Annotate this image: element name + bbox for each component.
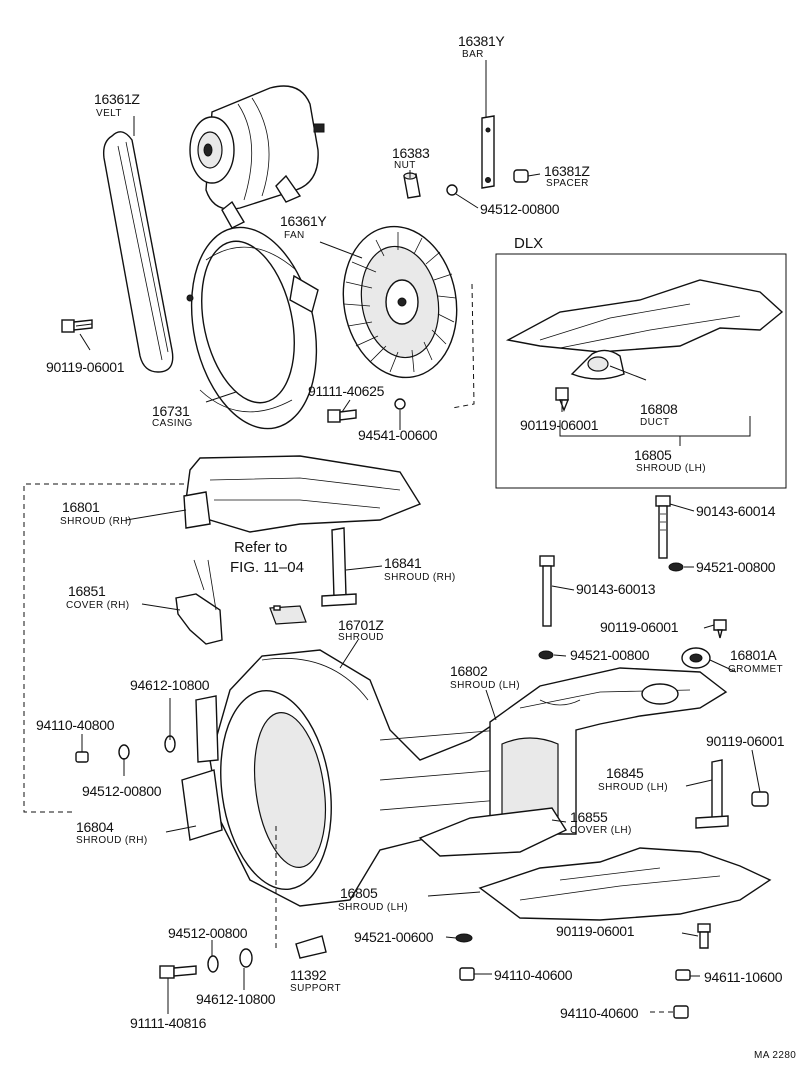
- callout-part-name: BAR: [462, 49, 484, 60]
- callout-part-number: 16731: [152, 403, 190, 419]
- dlx-group-drawing: [495, 253, 787, 489]
- callout-part-number: 94521-00600: [354, 929, 434, 945]
- assembly-dashed-lines: [23, 283, 475, 952]
- cover-rh-drawing: [175, 559, 223, 645]
- alternator-drawing: [189, 85, 325, 229]
- callout-part-name: VELT: [96, 108, 122, 119]
- refer-note-line1: Refer to: [234, 539, 287, 556]
- callout-part-name: SHROUD (RH): [60, 516, 132, 527]
- callout-part-number: 90119-06001: [556, 923, 635, 939]
- callout-part-number: 94512-00800: [82, 783, 162, 799]
- callout-part-name: SHROUD (LH): [338, 902, 408, 913]
- leader-lines: [75, 60, 761, 1014]
- callout-part-number: 16802: [450, 663, 488, 679]
- nut-drawing: [403, 172, 421, 199]
- shroud-rh-drawing: [183, 455, 422, 533]
- callout-part-number: 16845: [606, 765, 644, 781]
- callout-part-number: 90119-06001: [706, 733, 785, 749]
- callout-part-number: 16855: [570, 809, 608, 825]
- bracket-16841-drawing: [321, 527, 357, 607]
- callout-part-number: 94521-00800: [570, 647, 650, 663]
- callout-part-number: 16383: [392, 145, 430, 161]
- bolt-drawing-fan: [327, 398, 406, 423]
- callout-part-name: SPACER: [546, 178, 589, 189]
- casing-drawing: [186, 226, 319, 430]
- spacer-drawing: [513, 169, 529, 183]
- callout-part-name: SHROUD (RH): [384, 572, 456, 583]
- callout-part-number: 90119-06001: [600, 619, 679, 635]
- bolt-90119-mid-drawing: [713, 619, 727, 639]
- callout-labels: 16381Y BAR 16361Z VELT 16383 NUT 16381Z …: [36, 33, 796, 1061]
- callout-part-name: COVER (RH): [66, 600, 129, 611]
- callout-part-number: 94612-10800: [130, 677, 210, 693]
- callout-part-number: 16361Y: [280, 213, 327, 229]
- washer-drawing: [446, 184, 458, 196]
- lower-shroud-lh-drawing: [478, 847, 772, 921]
- callout-part-number: 16805: [634, 447, 672, 463]
- callout-part-number: 16381Z: [544, 163, 590, 179]
- callout-part-name: CASING: [152, 418, 193, 429]
- callout-part-number: 94110-40800: [36, 717, 115, 733]
- callout-part-number: 16801: [62, 499, 100, 515]
- callout-part-name: SUPPORT: [290, 983, 341, 994]
- callout-part-number: 90143-60013: [576, 581, 656, 597]
- callout-part-name: NUT: [394, 160, 416, 171]
- callout-part-number: 16805: [340, 885, 378, 901]
- callout-part-number: 90119-06001: [520, 417, 599, 433]
- callout-part-number: 94521-00800: [696, 559, 776, 575]
- callout-part-number: 94110-40600: [494, 967, 573, 983]
- bolt-90143-60014-drawing: [655, 495, 684, 572]
- fan-drawing: [342, 225, 458, 379]
- callout-part-name: GROMMET: [728, 664, 783, 675]
- callout-part-number: 94541-00600: [358, 427, 438, 443]
- footer-code: MA 2280: [754, 1050, 796, 1061]
- callout-part-number: 16801A: [730, 647, 777, 663]
- bolt-90143-60013-drawing: [538, 555, 555, 660]
- callout-part-number: 11392: [290, 967, 327, 983]
- callout-part-number: 94612-10800: [196, 991, 276, 1007]
- callout-part-number: 91111-40625: [308, 383, 385, 399]
- bar-drawing: [481, 115, 495, 189]
- callout-part-number: 16381Y: [458, 33, 505, 49]
- callout-part-name: SHROUD (RH): [76, 835, 148, 846]
- lower-fasteners-drawing: [159, 923, 711, 1019]
- callout-part-number: 91111-40816: [130, 1015, 207, 1031]
- callout-part-number: 16808: [640, 401, 678, 417]
- callout-part-number: 94512-00800: [168, 925, 248, 941]
- callout-part-name: SHROUD (LH): [450, 680, 520, 691]
- callout-part-number: 94110-40600: [560, 1005, 639, 1021]
- callout-part-number: 90143-60014: [696, 503, 776, 519]
- callout-part-name: FAN: [284, 230, 305, 241]
- cover-lh-drawing: [418, 807, 568, 857]
- callout-part-name: DUCT: [640, 417, 669, 428]
- callout-part-number: 90119-06001: [46, 359, 125, 375]
- callout-part-name: SHROUD: [338, 632, 384, 643]
- callout-part-number: 16851: [68, 583, 106, 599]
- grommet-drawing: [681, 647, 711, 669]
- callout-part-number: 16841: [384, 555, 422, 571]
- v-belt-drawing: [102, 131, 174, 373]
- callout-part-number: 16361Z: [94, 91, 140, 107]
- callout-part-name: SHROUD (LH): [598, 782, 668, 793]
- main-shroud-drawing: [181, 649, 521, 907]
- callout-part-name: SHROUD (LH): [636, 463, 706, 474]
- callout-part-name: COVER (LH): [570, 825, 632, 836]
- bracket-16845-drawing: [695, 759, 769, 829]
- callout-part-number: 16701Z: [338, 617, 384, 633]
- refer-note-line2: FIG. 11–04: [230, 559, 304, 576]
- callout-part-number: 94611-10600: [704, 969, 783, 985]
- group-label: DLX: [514, 235, 543, 252]
- shroud-lh-16802-drawing: [489, 667, 728, 835]
- callout-part-number: 16804: [76, 819, 114, 835]
- callout-part-number: 94512-00800: [480, 201, 560, 217]
- mid-washers-drawing: [75, 605, 281, 763]
